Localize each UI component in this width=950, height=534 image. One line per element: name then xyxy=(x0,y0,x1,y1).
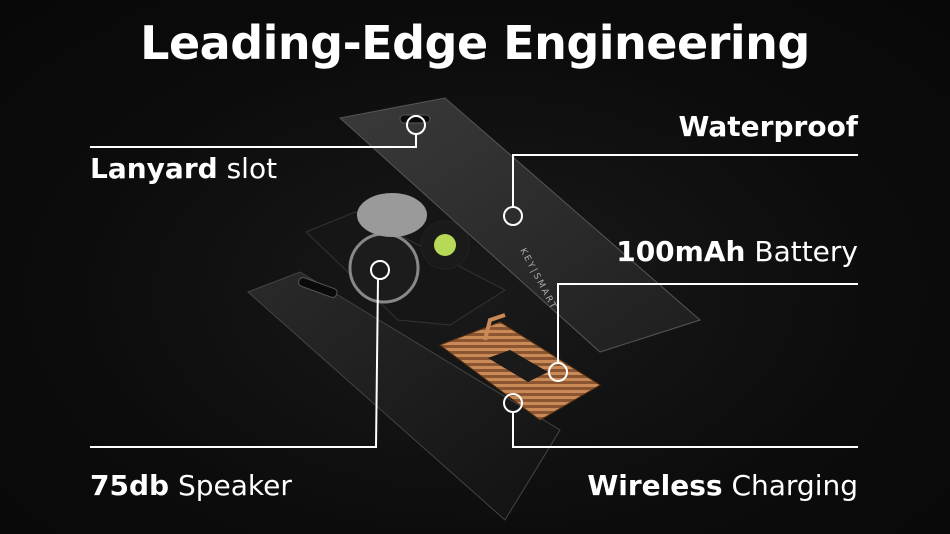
label-rest: Battery xyxy=(745,235,858,268)
callout-battery: 100mAh Battery xyxy=(616,235,858,268)
battery-cell xyxy=(357,193,427,237)
callout-wireless-charging: Wireless Charging xyxy=(587,469,858,502)
coil-center xyxy=(488,350,548,382)
callout-speaker: 75db Speaker xyxy=(90,469,292,502)
page-title: Leading-Edge Engineering xyxy=(140,16,810,70)
bottom-case xyxy=(247,271,561,521)
label-bold: Waterproof xyxy=(678,110,858,143)
callout-waterproof: Waterproof xyxy=(679,110,858,143)
speaker-disc xyxy=(348,232,420,304)
label-rest: Speaker xyxy=(169,469,292,502)
label-rest: slot xyxy=(217,152,278,185)
label-bold: Wireless xyxy=(587,469,723,502)
label-bold: Lanyard xyxy=(90,152,218,185)
label-bold: 75db xyxy=(90,469,170,502)
bottom-lanyard-slot xyxy=(298,277,338,298)
coil-lead xyxy=(483,313,506,341)
label-rest: Charging xyxy=(722,469,858,502)
callout-lines xyxy=(90,115,858,448)
chip-green-core xyxy=(434,234,456,256)
top-cover xyxy=(338,97,701,353)
callout-lanyard-slot: Lanyard slot xyxy=(90,152,277,185)
label-bold: 100mAh xyxy=(616,235,746,268)
